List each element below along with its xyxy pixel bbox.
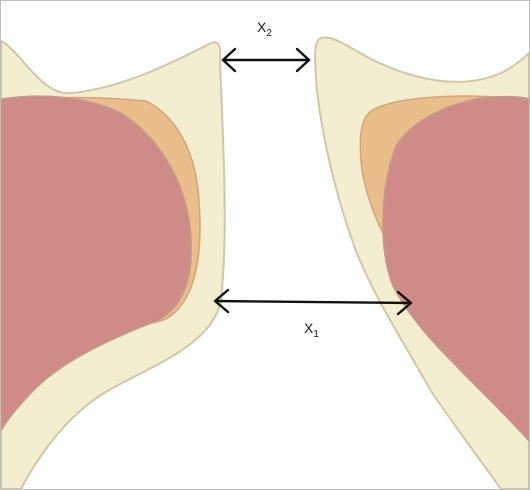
x2-measurement-arrow [223, 49, 309, 71]
x2-label: X2 [257, 19, 272, 39]
right-structure [315, 37, 529, 489]
left-structure [1, 41, 225, 489]
x1-label: X1 [304, 320, 319, 340]
